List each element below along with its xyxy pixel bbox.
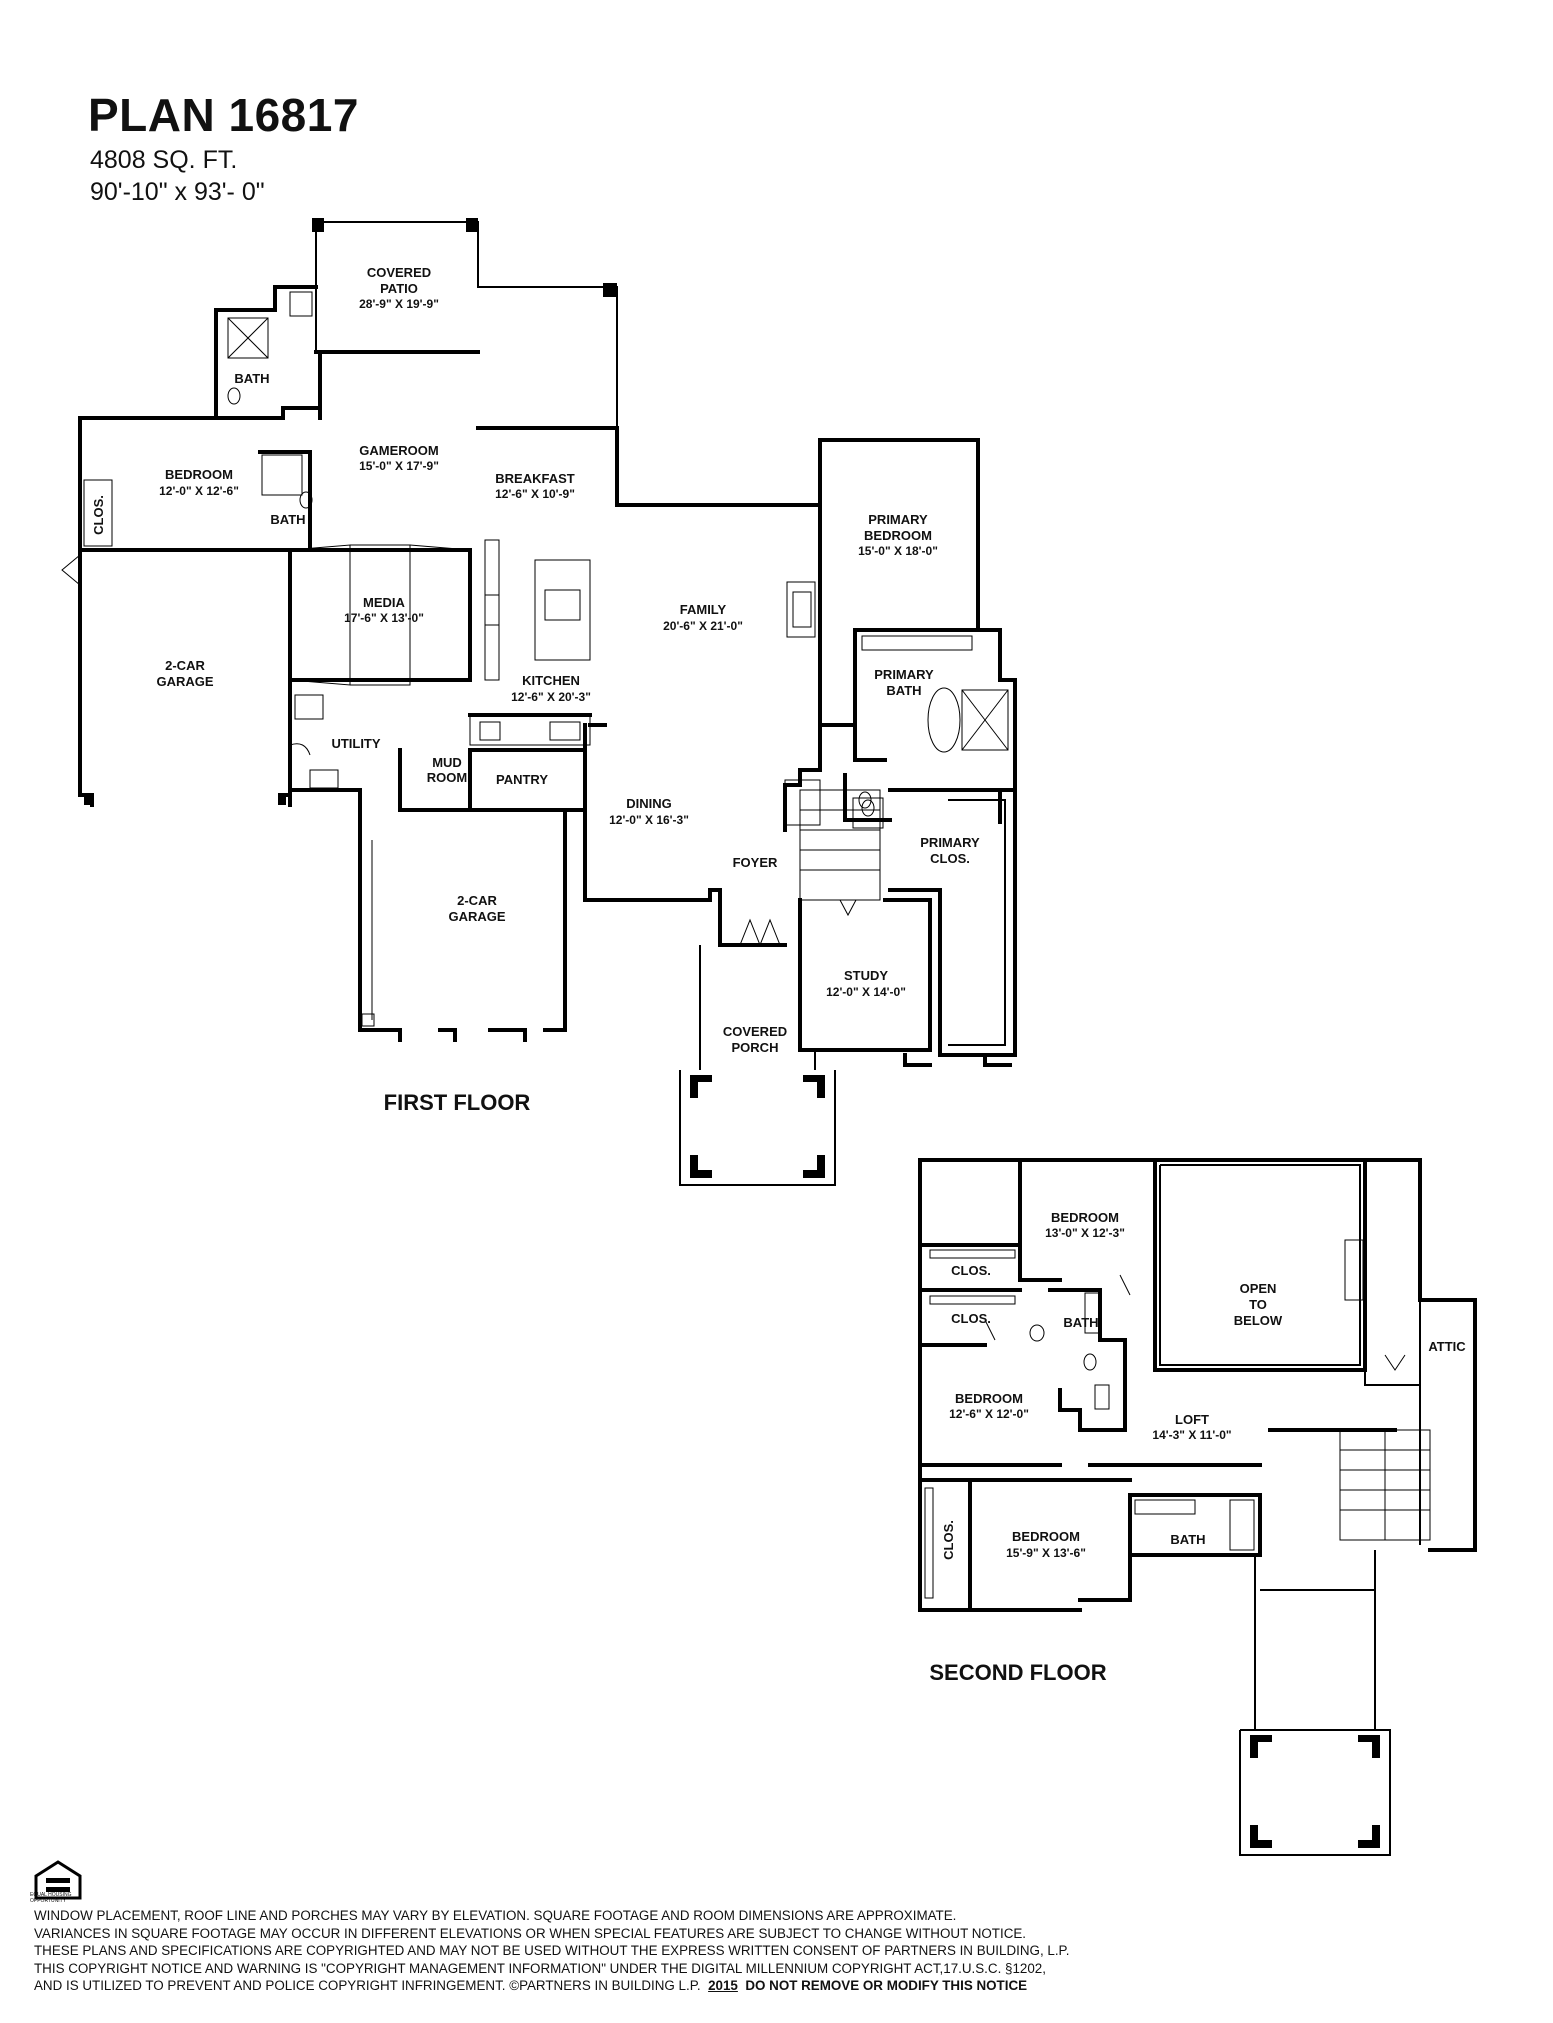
primary-bath-walls xyxy=(843,628,1017,824)
copyright-year: 2015 xyxy=(708,1978,738,1994)
dining-dimension: 12'-0" X 16'-3" xyxy=(609,813,689,827)
covered-porch-walls xyxy=(679,945,836,1186)
mud-room-label-2: ROOM xyxy=(427,770,467,785)
family-label: FAMILY xyxy=(680,602,727,617)
equal-housing-caption: EQUAL HOUSING OPPORTUNITY xyxy=(30,1892,72,1904)
kitchen-layout xyxy=(468,539,607,746)
disclaimer-line-5a: AND IS UTILIZED TO PREVENT AND POLICE CO… xyxy=(34,1978,701,1994)
kitchen-label: KITCHEN xyxy=(522,673,580,688)
pantry-label: PANTRY xyxy=(496,772,548,787)
disclaimer-line: AND IS UTILIZED TO PREVENT AND POLICE CO… xyxy=(34,1977,1069,1995)
closet-label: CLOS. xyxy=(91,495,106,535)
open-to-below-label-3: BELOW xyxy=(1234,1313,1283,1328)
open-to-below-label: OPEN xyxy=(1240,1281,1277,1296)
garage-right-label-2: GARAGE xyxy=(448,909,505,924)
closet-b-label: CLOS. xyxy=(951,1311,991,1326)
study-dimension: 12'-0" X 14'-0" xyxy=(826,985,906,999)
primary-closet-label: PRIMARY xyxy=(920,835,980,850)
bedroom-label: BEDROOM xyxy=(165,467,233,482)
bedroom-a-label: BEDROOM xyxy=(1051,1210,1119,1225)
covered-patio-label-2: PATIO xyxy=(380,281,418,296)
primary-bedroom-label: PRIMARY xyxy=(868,512,928,527)
bedroom-b-dimension: 12'-6" X 12'-0" xyxy=(949,1407,1029,1421)
bath-b-label: BATH xyxy=(1170,1532,1205,1547)
garage-left-label: 2-CAR xyxy=(165,658,205,673)
bedroom-b-walls xyxy=(918,1360,1062,1467)
garage-left-label-2: GARAGE xyxy=(156,674,213,689)
bath-a-label: BATH xyxy=(1063,1315,1098,1330)
second-floor-label: SECOND FLOOR xyxy=(929,1660,1106,1685)
disclaimer-line: THESE PLANS AND SPECIFICATIONS ARE COPYR… xyxy=(34,1943,1070,1959)
loft-dimension: 14'-3" X 11'-0" xyxy=(1152,1428,1231,1442)
bath-mid-label: BATH xyxy=(270,512,305,527)
primary-closet-label-2: CLOS. xyxy=(930,851,970,866)
gameroom-breakfast-walls xyxy=(318,310,822,507)
covered-patio-label: COVERED xyxy=(367,265,431,280)
bath-a-walls xyxy=(1029,1288,1127,1432)
dining-walls xyxy=(583,723,722,947)
disclaimer-warning: DO NOT REMOVE OR MODIFY THIS NOTICE xyxy=(745,1978,1028,1994)
family-dimension: 20'-6" X 21'-0" xyxy=(663,619,743,633)
bedroom-left-walls xyxy=(78,416,313,557)
gameroom-dimension: 15'-0" X 17'-9" xyxy=(359,459,439,473)
attic-label: ATTIC xyxy=(1428,1339,1466,1354)
plan-title: PLAN 16817 xyxy=(88,89,359,141)
foyer-label: FOYER xyxy=(733,855,778,870)
garage-right-label: 2-CAR xyxy=(457,893,497,908)
gameroom-label: GAMEROOM xyxy=(359,443,438,458)
bath-top-walls xyxy=(214,285,318,420)
covered-patio-dimension: 28'-9" X 19'-9" xyxy=(359,297,439,311)
primary-bedroom-label-2: BEDROOM xyxy=(864,528,932,543)
equal-housing-opportunity-icon xyxy=(34,1860,82,1900)
second-floor-porch-outline xyxy=(1239,1550,1391,1856)
study-walls xyxy=(798,898,932,1052)
bedroom-dimension: 12'-0" X 12'-6" xyxy=(159,484,239,498)
bedroom-c-label: BEDROOM xyxy=(1012,1529,1080,1544)
stairs-second xyxy=(1339,1429,1431,1541)
bedroom-a-dimension: 13'-0" X 12'-3" xyxy=(1045,1226,1125,1240)
disclaimer-line: THIS COPYRIGHT NOTICE AND WARNING IS "CO… xyxy=(34,1960,1046,1976)
closet-c-label: CLOS. xyxy=(941,1520,956,1560)
kitchen-dimension: 12'-6" X 20'-3" xyxy=(511,690,591,704)
first-floor-plan: COVERED PATIO 28'-9" X 19'-9" BATH BEDRO… xyxy=(61,218,1017,1186)
primary-bedroom-walls xyxy=(786,438,980,727)
open-to-below-label-2: TO xyxy=(1249,1297,1267,1312)
disclaimer-line: WINDOW PLACEMENT, ROOF LINE AND PORCHES … xyxy=(34,1908,957,1923)
primary-bath-label: PRIMARY xyxy=(874,667,934,682)
garage-right-walls xyxy=(358,788,567,1042)
plan-overall-dimensions: 90'-10" x 93'- 0" xyxy=(90,178,265,206)
utility-label: UTILITY xyxy=(331,736,380,751)
closet-a-label: CLOS. xyxy=(951,1263,991,1278)
study-label: STUDY xyxy=(844,968,888,983)
covered-porch-label: COVERED xyxy=(723,1024,787,1039)
mud-room-label: MUD xyxy=(432,755,462,770)
foyer-stairs xyxy=(718,723,884,947)
media-walls xyxy=(288,544,472,686)
disclaimer-line: VARIANCES IN SQUARE FOOTAGE MAY OCCUR IN… xyxy=(34,1925,1027,1941)
second-floor-plan: BEDROOM 13'-0" X 12'-3" OPEN TO BELOW CL… xyxy=(918,1158,1477,1856)
covered-porch-label-2: PORCH xyxy=(732,1040,779,1055)
media-label: MEDIA xyxy=(363,595,406,610)
first-floor-label: FIRST FLOOR xyxy=(384,1090,531,1115)
loft-label: LOFT xyxy=(1175,1412,1209,1427)
bath-top-label: BATH xyxy=(234,371,269,386)
bedroom-b-label: BEDROOM xyxy=(955,1391,1023,1406)
bedroom-c-dimension: 15'-9" X 13'-6" xyxy=(1006,1546,1086,1560)
front-right-posts xyxy=(903,1053,1012,1067)
breakfast-dimension: 12'-6" X 10'-9" xyxy=(495,487,575,501)
primary-bath-label-2: BATH xyxy=(886,683,921,698)
bedroom-c-walls xyxy=(918,1478,1132,1612)
dining-label: DINING xyxy=(626,796,672,811)
breakfast-label: BREAKFAST xyxy=(495,471,575,486)
open-to-below-walls xyxy=(1159,1164,1364,1366)
primary-closet-walls xyxy=(888,788,1017,1057)
media-dimension: 17'-6" X 13'-0" xyxy=(344,611,424,625)
disclaimer-block: WINDOW PLACEMENT, ROOF LINE AND PORCHES … xyxy=(34,1907,1069,1995)
bedroom-a-walls xyxy=(918,1158,1367,1372)
primary-bedroom-dimension: 15'-0" X 18'-0" xyxy=(858,544,938,558)
covered-patio-walls xyxy=(312,218,618,428)
plan-square-footage: 4808 SQ. FT. xyxy=(90,146,238,174)
